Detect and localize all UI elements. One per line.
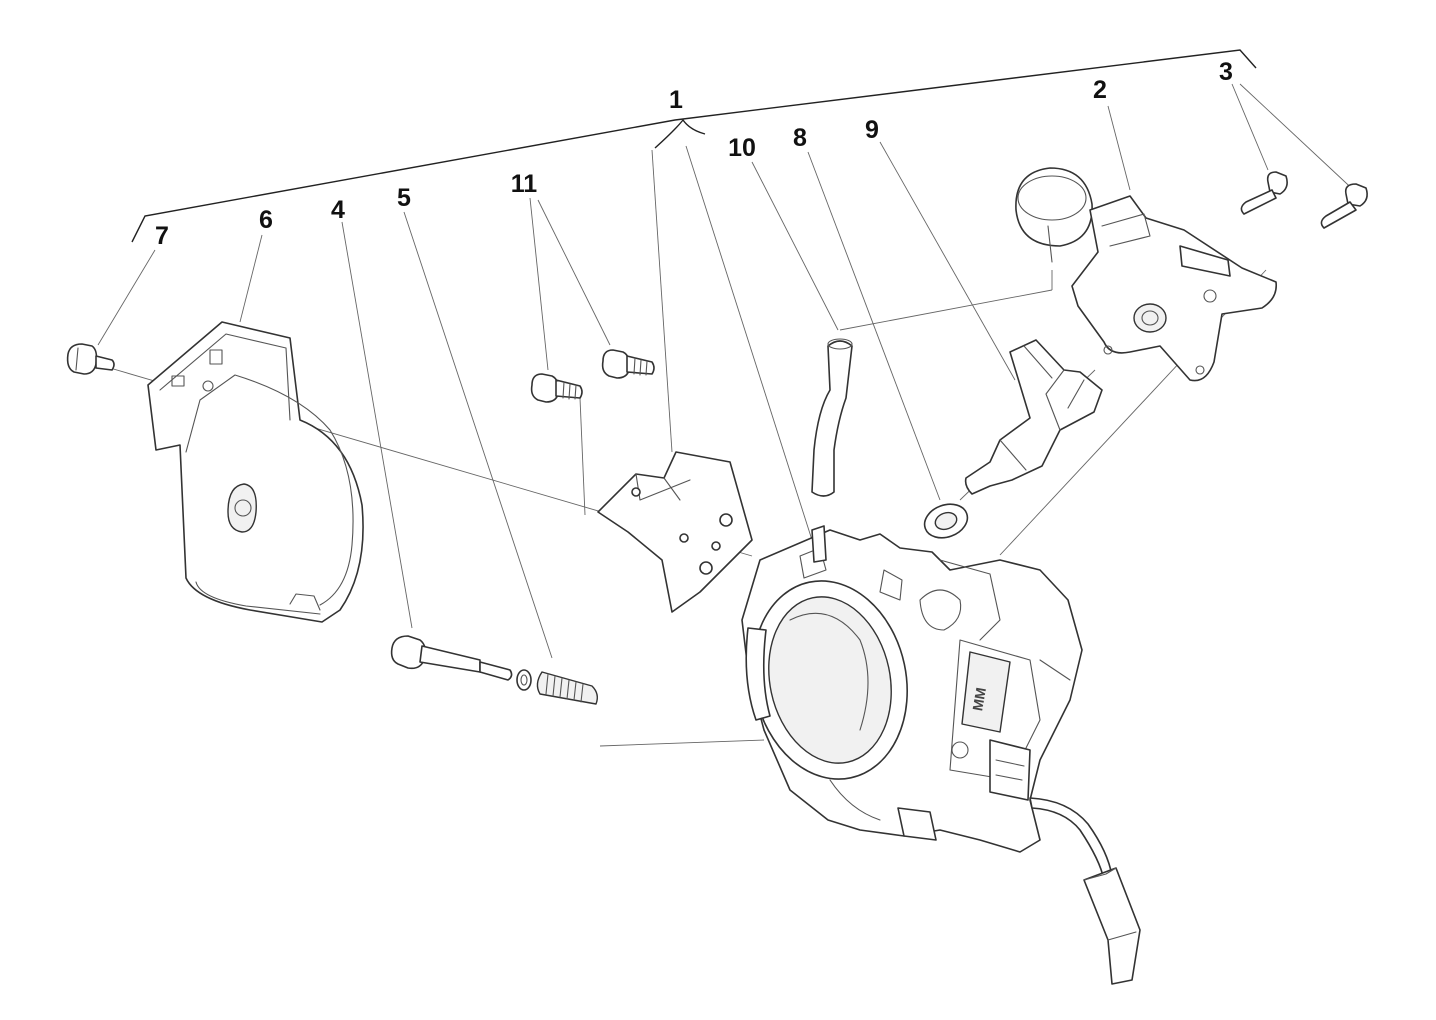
part-5-spring xyxy=(536,671,599,705)
callout-1: 1 xyxy=(669,86,683,114)
part-7-screw xyxy=(66,343,115,375)
throttle-body: MM xyxy=(741,525,1083,853)
part-3-screw-left xyxy=(1240,171,1288,215)
washer xyxy=(516,669,532,691)
assembly-bracket xyxy=(131,49,1257,243)
callout-labels: 1 2 3 4 5 6 7 8 9 10 11 xyxy=(155,58,1233,250)
part-2-pressure-regulator xyxy=(1015,167,1278,382)
callout-4: 4 xyxy=(331,196,345,224)
part-3-screw-right xyxy=(1320,183,1368,229)
callout-7: 7 xyxy=(155,222,169,250)
sensor-bracket-plate xyxy=(597,451,753,613)
callout-2: 2 xyxy=(1093,76,1107,104)
callout-9: 9 xyxy=(865,116,879,144)
callout-10: 10 xyxy=(728,134,756,162)
part-8-seal xyxy=(923,503,969,539)
callout-11: 11 xyxy=(511,170,538,198)
part-6-throttle-cover xyxy=(147,321,364,623)
callout-8: 8 xyxy=(793,124,807,152)
part-4-long-screw xyxy=(390,635,513,681)
callout-3: 3 xyxy=(1219,58,1233,86)
part-11-bolt-right xyxy=(601,349,655,379)
sensor-cable xyxy=(1029,797,1141,985)
callout-5: 5 xyxy=(397,184,411,212)
body-badge-text: MM xyxy=(969,686,989,712)
callout-6: 6 xyxy=(259,206,273,234)
part-10-hose xyxy=(811,338,853,497)
part-11-bolt-left xyxy=(530,373,583,403)
part-9-injector xyxy=(964,339,1103,495)
